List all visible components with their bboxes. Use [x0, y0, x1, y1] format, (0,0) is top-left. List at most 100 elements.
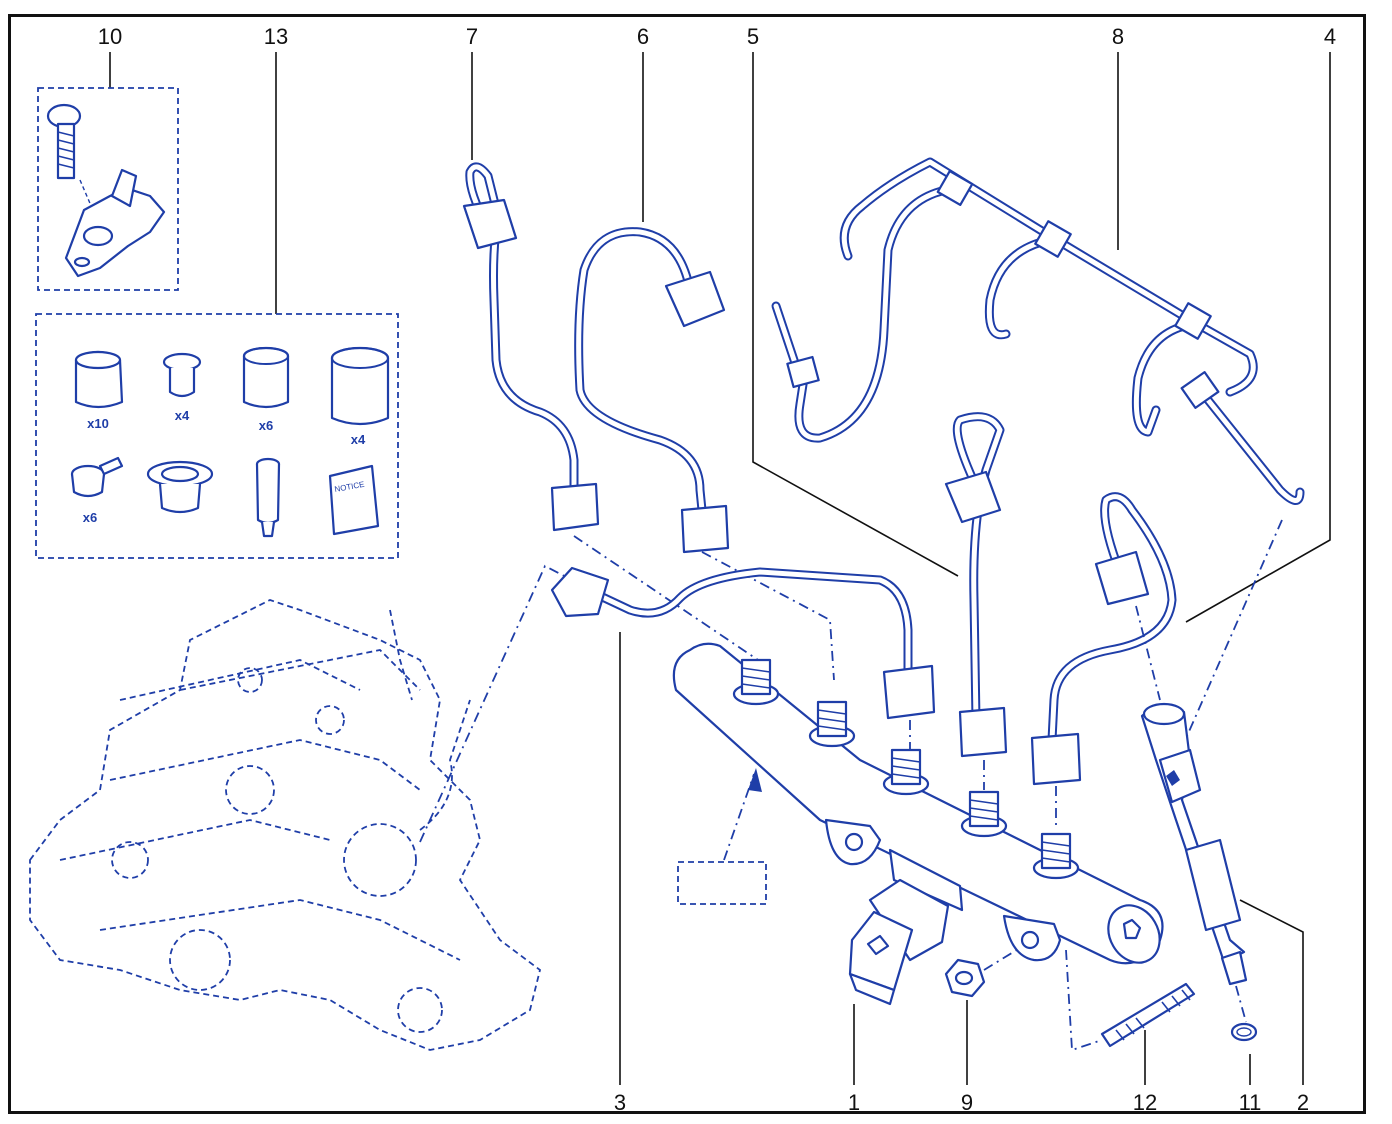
engine-sensor	[389, 609, 413, 701]
engine-boss-5	[111, 841, 149, 879]
pipe-6-nut-top	[664, 270, 726, 328]
pipe-4-nut-top	[1094, 550, 1150, 606]
fuel-rail	[672, 642, 1164, 965]
dash-pipe7-to-rail	[573, 535, 765, 665]
sleeve-large-icon	[330, 356, 390, 426]
rail-sensor-mount	[888, 848, 964, 912]
pin-icon	[255, 462, 281, 525]
return-connector-1	[786, 355, 820, 389]
outlet-2-lines	[817, 709, 847, 731]
cap-tab-icon	[70, 472, 106, 498]
outlet-4-lines	[969, 799, 999, 821]
rail-outlet-4	[960, 790, 1008, 838]
dash-stud-to-rail	[1065, 949, 1103, 1052]
bushing-body	[158, 482, 202, 514]
engine-silhouette	[29, 599, 542, 1051]
callout-1: 1	[848, 1090, 860, 1115]
return-t-1	[936, 170, 974, 206]
rail-outlet-5	[1032, 832, 1080, 880]
dash-pipe4-to-injector	[1135, 605, 1161, 701]
return-line-main-inner	[841, 159, 1256, 395]
engine-boss-3	[343, 823, 417, 897]
outlet-1-thread	[740, 658, 772, 696]
seal-ring-inner	[1236, 1027, 1252, 1037]
leader-lines	[109, 52, 1331, 1085]
stud-12	[1100, 982, 1196, 1048]
return-branch-1	[794, 185, 951, 443]
callout-11: 11	[1239, 1090, 1262, 1115]
pipe-7-nut-bottom	[550, 482, 600, 532]
pipe-7-tube-inner	[467, 164, 577, 499]
return-branch-4-inner	[1197, 387, 1303, 503]
pipe-5-nut-top	[944, 470, 1002, 524]
return-stub-inner	[773, 303, 799, 369]
pipe-3	[550, 566, 936, 720]
pressure-sensor	[848, 878, 950, 1006]
engine-edge-4	[59, 819, 331, 861]
pipe-5	[944, 412, 1008, 758]
pipe-3-nut-right	[882, 664, 936, 720]
screw-thread	[57, 131, 75, 169]
qty-plug-small: x4	[175, 408, 190, 423]
pipe-5-nut-bottom	[958, 706, 1008, 758]
sensor-connector	[848, 972, 896, 1006]
rail-lug-right-hole	[1020, 930, 1040, 950]
injector-return-port	[1158, 748, 1202, 804]
pipe-5-tube-inner	[954, 414, 1003, 723]
seal-ring	[1230, 1022, 1258, 1042]
callout-9: 9	[961, 1090, 973, 1115]
engine-pump-outlet	[419, 699, 471, 831]
injector-detail	[1166, 770, 1180, 786]
return-branch-3-inner	[1133, 321, 1197, 435]
qty-cap-tab: x6	[83, 510, 97, 525]
callout-7: 7	[466, 24, 478, 49]
pipe-3-tube-inner	[593, 569, 911, 675]
nut-bore	[954, 970, 974, 986]
engine-edge-2	[179, 649, 421, 691]
kit-13-dashed-box	[35, 313, 399, 559]
sleeve-large-rim	[331, 347, 389, 369]
injector-nozzle	[1220, 950, 1248, 986]
dash-engine-to-pipe3	[419, 564, 573, 843]
rail-reference-box	[677, 861, 767, 905]
dash-nut-to-rail	[983, 947, 1021, 971]
engine-boss-6	[315, 705, 345, 735]
return-line-main	[839, 157, 1258, 397]
engine-edge-1	[119, 659, 361, 701]
pipe-4-tube	[1047, 492, 1177, 745]
leader-2	[1239, 899, 1304, 1085]
return-branch-1-inner	[796, 187, 949, 441]
rail-outlet-1	[732, 658, 780, 706]
pipe-3-tube	[591, 567, 913, 677]
outlet-1-lines	[741, 667, 771, 689]
kit-10-dashed-box	[37, 87, 179, 291]
dash-return-to-injector	[1179, 519, 1283, 753]
dash-injector-to-seal	[1235, 985, 1247, 1023]
pipe-7	[462, 162, 600, 532]
stud-threads	[1115, 989, 1191, 1041]
callout-5: 5	[747, 24, 759, 49]
callout-labels: 10 13 7 6 5 8 4 3 1 9 12 11 2	[98, 24, 1336, 1115]
rail-lug-left-hole	[844, 832, 864, 852]
qty-cap-large: x10	[87, 416, 109, 431]
pin-tip	[260, 520, 276, 538]
rail-outlet-3	[882, 748, 930, 796]
seal-11	[1230, 1022, 1258, 1042]
cap-large-top	[74, 350, 122, 370]
return-line-8	[771, 157, 1305, 505]
pipe-4-nut-bottom	[1030, 732, 1082, 786]
plug-small-icon	[168, 366, 196, 398]
leader-4	[1185, 52, 1331, 623]
qty-sleeve-medium: x6	[259, 418, 273, 433]
callout-4: 4	[1324, 24, 1336, 49]
engine-boss-4	[397, 987, 443, 1033]
injector-sleeve	[1184, 838, 1242, 932]
engine-ghost-outline	[29, 599, 542, 1051]
rail-outlet-2	[808, 700, 856, 748]
notice-booklet-icon	[328, 464, 380, 536]
callout-2: 2	[1297, 1090, 1309, 1115]
return-branch-3	[1131, 319, 1199, 437]
engine-boss-7	[237, 667, 263, 693]
callout-10: 10	[98, 24, 122, 49]
